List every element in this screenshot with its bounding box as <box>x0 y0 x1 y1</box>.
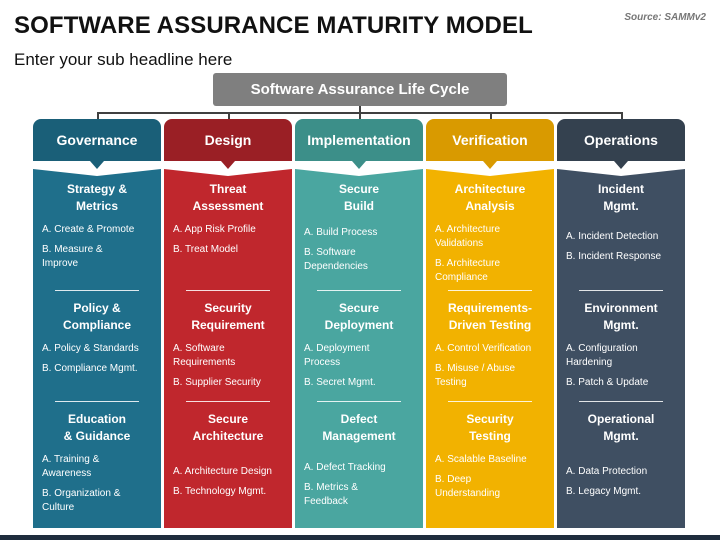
section-item: B. Compliance Mgmt. <box>42 363 138 374</box>
section-secure-architecture: Secure Architecture A. Architecture Desi… <box>164 411 292 499</box>
column-body-verification: Architecture Analysis A. Architecture Va… <box>426 169 554 528</box>
column-body-implementation: Secure Build A. Build Process B. Softwar… <box>295 169 423 528</box>
divider <box>186 290 270 291</box>
column-header-governance: Governance <box>33 119 161 169</box>
section-item: B. Deep Understanding <box>435 474 501 499</box>
section-policy-compliance: Policy & Compliance A. Policy & Standard… <box>33 300 161 376</box>
section-architecture-analysis: Architecture Analysis A. Architecture Va… <box>426 181 554 285</box>
divider <box>579 401 663 402</box>
section-item: B. Metrics & Feedback <box>304 482 358 507</box>
section-item: A. Software Requirements <box>173 343 236 368</box>
section-item: A. App Risk Profile <box>173 224 256 235</box>
section-title: Education & Guidance <box>63 412 131 443</box>
section-title: Secure Architecture <box>192 412 264 443</box>
section-item: A. Build Process <box>304 227 378 238</box>
divider <box>579 290 663 291</box>
page-subtitle: Enter your sub headline here <box>14 50 233 69</box>
section-item: B. Treat Model <box>173 244 239 255</box>
section-item: B. Technology Mgmt. <box>173 486 267 497</box>
section-item: B. Organization & Culture <box>42 488 121 513</box>
divider <box>55 290 139 291</box>
section-item: B. Supplier Security <box>173 377 261 388</box>
section-education-guidance: Education & Guidance A. Training & Aware… <box>33 411 161 515</box>
section-title: Secure Deployment <box>324 301 394 332</box>
section-defect-management: Defect Management A. Defect Tracking B. … <box>295 411 423 509</box>
section-item: B. Secret Mgmt. <box>304 377 376 388</box>
section-item: B. Measure & Improve <box>42 244 103 269</box>
section-title: Secure Build <box>338 182 380 213</box>
section-item: A. Deployment Process <box>304 343 370 368</box>
column-header-verification: Verification <box>426 119 554 169</box>
source-note: Source: SAMMv2 <box>624 12 706 23</box>
connector-drop-implementation <box>359 112 361 120</box>
section-item: A. Data Protection <box>566 466 648 477</box>
section-item: A. Architecture Design <box>173 466 272 477</box>
section-title: Incident Mgmt. <box>597 182 644 213</box>
divider <box>55 401 139 402</box>
section-title: Defect Management <box>322 412 396 443</box>
section-item: A. Training & Awareness <box>42 454 100 479</box>
connector-vertical-main <box>359 106 361 113</box>
section-item: A. Control Verification <box>435 343 532 354</box>
column-body-design: Threat Assessment A. App Risk Profile B.… <box>164 169 292 528</box>
section-item: B. Legacy Mgmt. <box>566 486 642 497</box>
section-item: B. Patch & Update <box>566 377 649 388</box>
section-title: Policy & Compliance <box>62 301 131 332</box>
section-item: A. Defect Tracking <box>304 462 386 473</box>
section-item: B. Misuse / Abuse Testing <box>435 363 516 388</box>
section-item: A. Scalable Baseline <box>435 454 527 465</box>
section-environment-mgmt: Environment Mgmt. A. Configuration Harde… <box>557 300 685 390</box>
column-header-operations: Operations <box>557 119 685 169</box>
section-title: Security Requirement <box>191 301 265 332</box>
section-title: Threat Assessment <box>192 182 264 213</box>
connector-drop-verification <box>490 112 492 120</box>
column-body-operations: Incident Mgmt. A. Incident Detection B. … <box>557 169 685 528</box>
section-title: Architecture Analysis <box>454 182 526 213</box>
page-title: SOFTWARE ASSURANCE MATURITY MODEL <box>14 12 533 39</box>
section-item: A. Incident Detection <box>566 231 659 242</box>
section-item: B. Incident Response <box>566 251 662 262</box>
section-security-requirement: Security Requirement A. Software Require… <box>164 300 292 390</box>
bottom-bar <box>0 535 720 540</box>
section-title: Security Testing <box>466 412 514 443</box>
column-header-implementation: Implementation <box>295 119 423 169</box>
section-item: B. Software Dependencies <box>304 247 368 272</box>
connector-drop-governance <box>97 112 99 120</box>
life-cycle-box: Software Assurance Life Cycle <box>213 73 507 106</box>
section-item: B. Architecture Compliance <box>435 258 501 283</box>
section-security-testing: Security Testing A. Scalable Baseline B.… <box>426 411 554 501</box>
section-title: Requirements- Driven Testing <box>447 301 533 332</box>
section-requirements-driven-testing: Requirements- Driven Testing A. Control … <box>426 300 554 390</box>
connector-drop-design <box>228 112 230 120</box>
column-header-design: Design <box>164 119 292 169</box>
divider <box>317 290 401 291</box>
section-secure-build: Secure Build A. Build Process B. Softwar… <box>295 181 423 274</box>
section-title: Operational Mgmt. <box>587 412 655 443</box>
section-item: A. Create & Promote <box>42 224 135 235</box>
section-item: A. Policy & Standards <box>42 343 139 354</box>
divider <box>317 401 401 402</box>
section-item: A. Architecture Validations <box>435 224 501 249</box>
section-strategy-metrics: Strategy & Metrics A. Create & Promote B… <box>33 181 161 271</box>
column-body-governance: Strategy & Metrics A. Create & Promote B… <box>33 169 161 528</box>
section-title: Strategy & Metrics <box>66 182 128 213</box>
connector-drop-operations <box>621 112 623 120</box>
section-title: Environment Mgmt. <box>584 301 658 332</box>
section-secure-deployment: Secure Deployment A. Deployment Process … <box>295 300 423 390</box>
section-item: A. Configuration Hardening <box>566 343 638 368</box>
section-threat-assessment: Threat Assessment A. App Risk Profile B.… <box>164 181 292 257</box>
section-operational-mgmt: Operational Mgmt. A. Data Protection B. … <box>557 411 685 499</box>
divider <box>186 401 270 402</box>
divider <box>448 401 532 402</box>
section-incident-mgmt: Incident Mgmt. A. Incident Detection B. … <box>557 181 685 264</box>
divider <box>448 290 532 291</box>
